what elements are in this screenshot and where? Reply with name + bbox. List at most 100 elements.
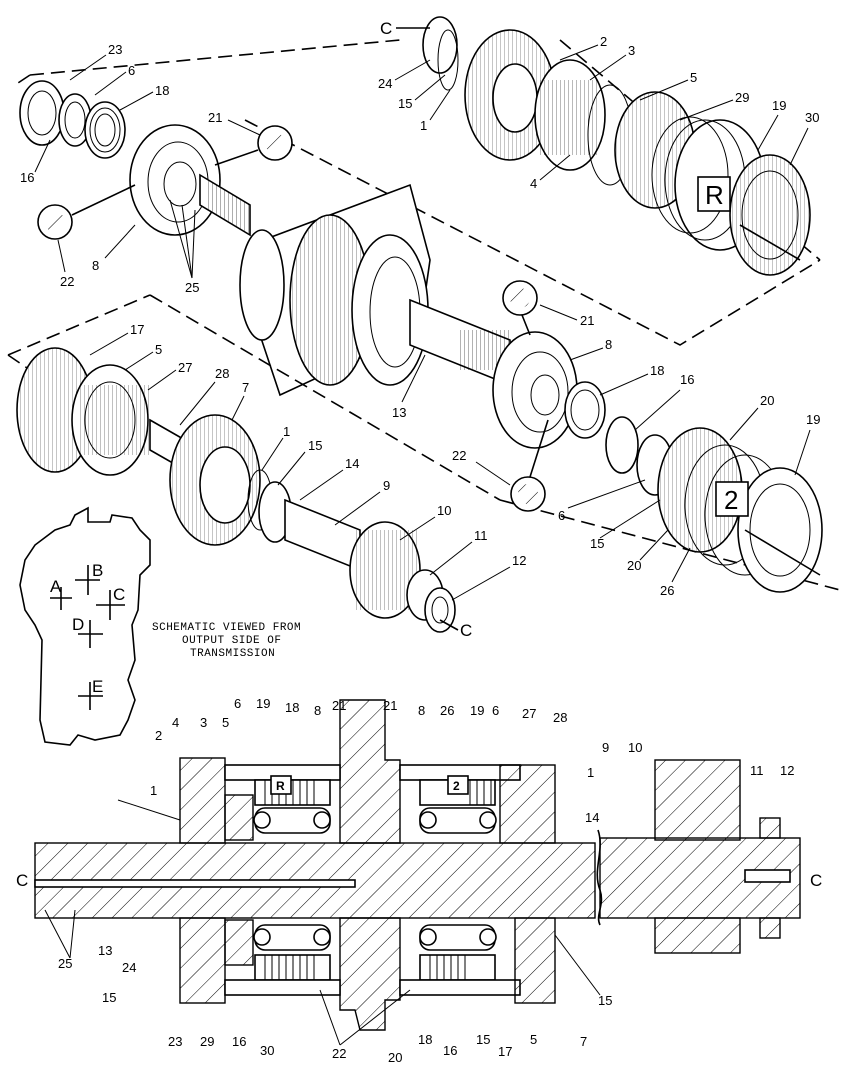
callout-16: 16	[20, 170, 34, 185]
clutch-r-hub-lower	[224, 979, 341, 996]
section-letter-left: C	[16, 871, 28, 890]
sec-callout-29: 29	[200, 1034, 214, 1049]
callout-16-lower: 16	[680, 372, 694, 387]
nut-12-section	[759, 817, 781, 839]
dash-line	[7, 354, 31, 371]
callout-6-lower: 6	[558, 508, 565, 523]
point-a-label: A	[50, 577, 62, 596]
callout-25: 25	[185, 280, 199, 295]
sec-callout-1b: 1	[587, 765, 594, 780]
spring-18	[84, 101, 126, 159]
sec-callout-9: 9	[602, 740, 609, 755]
sec-callout-26: 26	[440, 703, 454, 718]
gear-2-hub	[492, 63, 538, 133]
callout-30: 30	[805, 110, 819, 125]
sec-callout-14: 14	[585, 810, 599, 825]
callout-13: 13	[392, 405, 406, 420]
gear-2-section	[179, 757, 226, 844]
callout-27: 27	[178, 360, 192, 375]
leader	[169, 199, 193, 279]
shaft-9	[284, 498, 361, 572]
clutch-label-box-2	[715, 481, 749, 517]
sec-callout-5b: 5	[530, 1032, 537, 1047]
leader	[729, 407, 759, 441]
callout-24: 24	[378, 76, 392, 91]
nut-12-bore	[431, 596, 449, 624]
sec-callout-22: 22	[332, 1046, 346, 1061]
leader	[757, 114, 779, 151]
centerline	[739, 224, 801, 261]
callout-11: 11	[474, 528, 488, 543]
piston-8-lower-inner	[511, 351, 569, 433]
leader	[559, 44, 599, 61]
callout-12: 12	[512, 553, 526, 568]
spline-teeth	[205, 178, 250, 235]
leader	[34, 139, 51, 173]
spring-end	[253, 928, 271, 946]
callout-2: 2	[600, 34, 607, 49]
callout-20-upper: 20	[760, 393, 774, 408]
sec-callout-23: 23	[168, 1034, 182, 1049]
detail-circle-22-hatch	[45, 212, 65, 232]
leader	[339, 989, 411, 1046]
callout-22-lower: 22	[452, 448, 466, 463]
leader	[794, 429, 811, 476]
leader	[69, 909, 76, 959]
leader	[639, 79, 689, 101]
piston-8	[129, 124, 221, 236]
section-box-2	[447, 775, 469, 795]
shaft-bore	[34, 879, 356, 888]
spring-18-lower-coil	[570, 389, 600, 431]
sec-callout-20: 20	[388, 1050, 402, 1065]
callout-19-lower: 19	[806, 412, 820, 427]
leader	[671, 547, 691, 583]
callout-15: 15	[398, 96, 412, 111]
callout-29: 29	[735, 90, 749, 105]
point-d-label: D	[72, 615, 84, 634]
detail-circle-21-lower-hatch	[510, 288, 530, 308]
leader	[414, 74, 446, 101]
ring-6-inner	[64, 101, 86, 139]
leader	[117, 799, 181, 821]
spring-end	[419, 928, 437, 946]
sec-callout-8b: 8	[418, 703, 425, 718]
leader	[599, 373, 649, 396]
callout-1-lower: 1	[283, 424, 290, 439]
section-label-r: R	[276, 779, 285, 793]
leader	[71, 184, 136, 216]
sec-callout-21b: 21	[383, 698, 397, 713]
leader	[475, 461, 511, 486]
leader	[261, 437, 284, 471]
leader	[94, 71, 127, 96]
leader	[401, 354, 426, 403]
disc-stack	[651, 116, 729, 234]
sec-callout-25: 25	[58, 956, 72, 971]
leader	[277, 451, 306, 486]
transmission-outline	[19, 506, 151, 746]
callout-20-lower: 20	[627, 558, 641, 573]
sec-callout-19b: 19	[470, 703, 484, 718]
clutch-label-box-r	[697, 176, 731, 212]
hub-3-section	[224, 794, 254, 841]
leader	[57, 239, 66, 273]
leader	[231, 395, 245, 421]
schematic-caption-line2: OUTPUT SIDE OF	[182, 635, 281, 647]
leader	[539, 304, 578, 321]
section-letter-lower: C	[460, 621, 472, 640]
leader	[599, 499, 661, 539]
ring-23-inner	[27, 90, 57, 136]
piston-8-lower	[492, 331, 578, 449]
sec-callout-17: 17	[498, 1044, 512, 1059]
detail-circle-22-lower-hatch	[518, 484, 538, 504]
leader	[521, 314, 531, 336]
section-letter-right: C	[810, 871, 822, 890]
schematic-caption-line3: TRANSMISSION	[190, 648, 275, 660]
clutch-label-2: 2	[724, 485, 738, 515]
callout-8-lower: 8	[605, 337, 612, 352]
piston-8-lower-bore	[530, 374, 560, 416]
leader	[639, 529, 669, 561]
sec-callout-7: 7	[580, 1034, 587, 1049]
gear-7-hub	[199, 446, 251, 524]
leader	[179, 381, 216, 426]
